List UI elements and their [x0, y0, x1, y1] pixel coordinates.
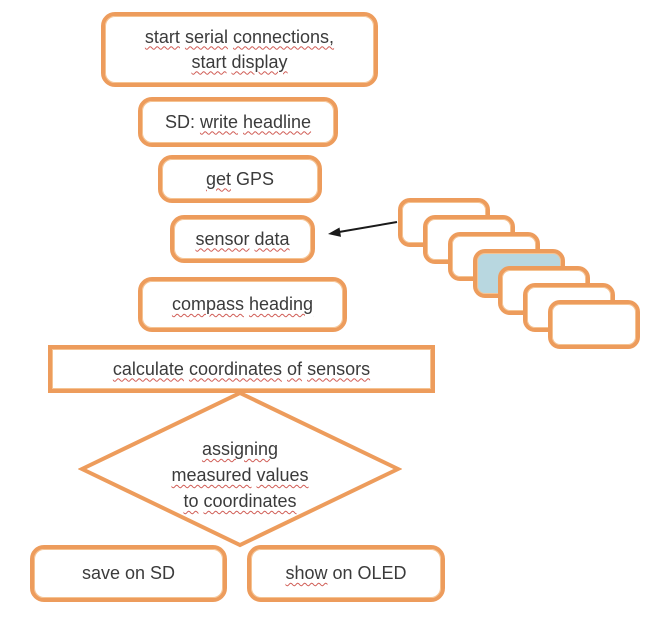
text-segment: sensor [195, 228, 250, 249]
text-segment: sensors [307, 358, 371, 379]
text-segment: write [199, 111, 238, 132]
node-sd-write-headline: SD: write headline [138, 97, 338, 147]
label-line: SD: write headline [165, 110, 311, 135]
text-segment: SD: [164, 111, 195, 132]
node-sensor-data: sensor data [170, 215, 315, 263]
node-get-gps: get GPS [158, 155, 322, 203]
text-segment: display [231, 51, 288, 72]
text-segment: serial [184, 26, 228, 47]
label-line: measured values [171, 462, 308, 488]
node-compass-heading: compass heading [138, 277, 347, 332]
label-line: to coordinates [183, 488, 296, 514]
text-segment: start [144, 26, 180, 47]
label-line: get GPS [206, 167, 274, 192]
label-line: assigning [202, 436, 278, 462]
text-segment: heading [248, 294, 314, 314]
text-segment: on [332, 563, 353, 583]
text-segment: get [205, 168, 231, 189]
label-line: start serial connections, [145, 25, 334, 50]
node-save-on-sd: save on SD [30, 545, 227, 602]
text-segment: coordinates [203, 491, 297, 511]
decision-diamond-shape [78, 390, 402, 548]
label-line: calculate coordinates of sensors [113, 357, 370, 382]
text-segment: save on SD [81, 563, 176, 583]
text-segment: calculate [112, 358, 184, 379]
label-line: start display [191, 50, 287, 75]
node-start-serial-connections: start serial connections,start display [101, 12, 378, 87]
stack-card-7 [548, 300, 640, 349]
text-segment: values [256, 465, 309, 485]
text-segment: data [254, 228, 290, 249]
text-segment: measured [171, 465, 252, 485]
label-line: save on SD [82, 561, 175, 586]
text-segment: of [287, 358, 303, 379]
text-segment: compass [171, 294, 244, 314]
text-segment: start [191, 51, 227, 72]
node-show-on-oled: show on OLED [247, 545, 445, 602]
text-segment: OLED [357, 563, 407, 583]
label-line: compass heading [172, 292, 313, 317]
text-segment: show [285, 563, 328, 583]
label-line: show on OLED [285, 561, 406, 586]
node-calculate-coordinates: calculate coordinates of sensors [48, 345, 435, 393]
text-segment: headline [243, 111, 312, 132]
text-segment: assigning [201, 439, 279, 459]
text-segment: coordinates [188, 358, 283, 379]
label-line: sensor data [195, 227, 289, 252]
text-segment: GPS [236, 168, 275, 189]
text-segment: connections, [232, 26, 335, 47]
text-segment: to [183, 491, 199, 511]
